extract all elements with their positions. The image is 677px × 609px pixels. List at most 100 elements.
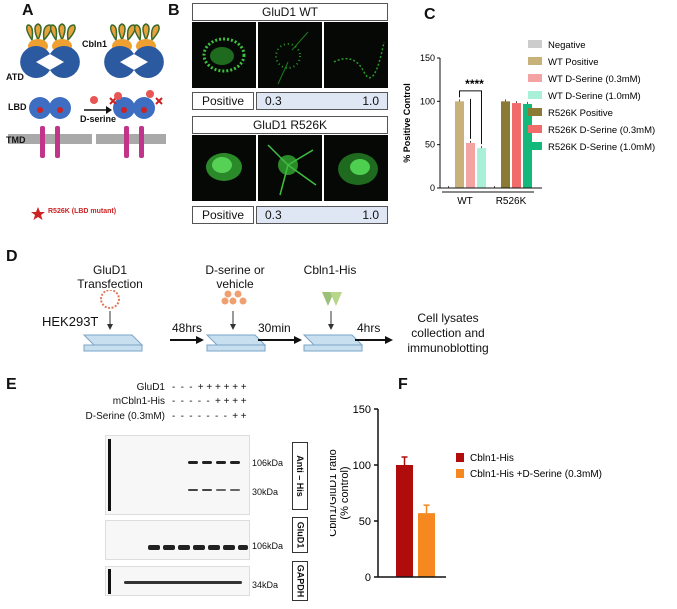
r526k-title: GluD1 R526K	[192, 116, 388, 134]
plasmid-icon	[100, 290, 120, 309]
legend-label: WT D-Serine (0.3mM)	[548, 74, 641, 85]
bar-r526k-d-serine-1-0mm-	[523, 103, 532, 188]
row-label-dserine: D-Serine (0.3mM)	[85, 411, 165, 422]
sign-cell: +	[240, 382, 247, 393]
antibody-gapdh-text: GAPDH	[295, 564, 306, 598]
sign-cell: -	[189, 396, 193, 407]
mw-30-his: 30kDa	[252, 487, 279, 497]
bar-wt-d-serine-1-0mm-	[477, 148, 486, 188]
legend-label: Negative	[548, 40, 586, 51]
micrograph-r526k-positive	[192, 135, 256, 201]
sign-cell: -	[206, 411, 210, 422]
panel-letter-e: E	[6, 376, 17, 393]
legend-label: Cbln1-His +D-Serine (0.3mM)	[470, 469, 602, 480]
bar-cbln1-his-d-serine-0-3mm-	[418, 513, 435, 577]
y-axis-title: % Positive Control	[402, 83, 412, 163]
panel-letter-b: B	[168, 2, 180, 19]
y-tick-label: 150	[353, 404, 371, 416]
positive-label-r526k: Positive	[192, 206, 254, 224]
mw-106-his: 106kDa	[252, 458, 284, 468]
x-category-label: R526K	[496, 196, 527, 207]
antibody-gapdh: GAPDH	[292, 561, 308, 601]
mw-34-gapdh: 34kDa	[252, 580, 279, 590]
time-48hrs: 48hrs	[172, 321, 203, 335]
sign-cell: -	[197, 411, 202, 422]
micrograph-wt-positive	[192, 22, 256, 88]
blot-gluD1	[105, 520, 250, 560]
sign-cell: -	[172, 382, 176, 393]
legend-swatch	[528, 108, 542, 116]
y-tick-label: 150	[420, 53, 435, 63]
time-30min: 30min	[258, 321, 291, 335]
y-tick-label: 50	[359, 516, 371, 528]
micrograph-r526k-low	[258, 135, 322, 201]
sign-cell: -	[172, 396, 176, 407]
legend-label: WT Positive	[548, 57, 599, 68]
sign-cell: +	[223, 396, 230, 407]
legend-swatch	[528, 125, 542, 133]
dserine-label: D-serine	[80, 114, 117, 124]
final-line2: collection and	[411, 326, 485, 340]
legend-label: R526K Positive	[548, 108, 613, 119]
conc-low-r526k: 0.3	[265, 208, 282, 222]
sign-cell: -	[180, 382, 184, 393]
receptor-bound-icon	[96, 23, 166, 158]
star-icon	[31, 207, 45, 220]
sign-cell: -	[189, 382, 193, 393]
bar-r526k-d-serine-0-3mm-	[512, 103, 521, 188]
y-tick-label: 100	[353, 460, 371, 472]
antibody-gluD1: GluD1	[292, 517, 308, 553]
sign-cell: +	[232, 382, 239, 393]
micrograph-wt-high	[324, 22, 388, 88]
antibody-anti-his: Anti – His	[292, 442, 308, 510]
positive-label-wt: Positive	[192, 92, 254, 110]
antibody-anti-his-text: Anti – His	[295, 455, 306, 497]
significance-bracket	[459, 90, 482, 145]
sign-cell: -	[172, 411, 176, 422]
sign-cell: -	[215, 411, 219, 422]
sign-cell: +	[240, 411, 247, 422]
dserine-dots-icon	[221, 290, 247, 305]
legend-swatch	[528, 142, 542, 150]
mutant-label: R526K (LBD mutant)	[48, 208, 117, 215]
sign-cell: +	[215, 382, 221, 393]
legend-swatch	[456, 469, 464, 478]
sign-cell: -	[180, 411, 184, 422]
blot-anti-his	[105, 435, 250, 515]
conc-high-wt: 1.0	[362, 94, 379, 108]
legend-label: R526K D-Serine (1.0mM)	[548, 142, 655, 153]
sign-cell: +	[232, 396, 239, 407]
panel-letter-a: A	[22, 2, 34, 19]
atd-label: ATD	[6, 72, 24, 82]
panel-letter-d: D	[6, 248, 18, 265]
panel-letter-c: C	[424, 6, 436, 23]
sign-cell: +	[232, 411, 239, 422]
receptor-wt-icon	[8, 23, 92, 158]
antibody-gluD1-text: GluD1	[295, 521, 306, 549]
cbln1-his-icon	[322, 292, 342, 306]
sign-cell: -	[180, 396, 184, 407]
concentration-bar-wt: 0.3 1.0	[256, 92, 388, 110]
row-label-mcbln1: mCbln1-His	[112, 396, 165, 407]
sign-cell: +	[240, 396, 247, 407]
row-label-gluD1: GluD1	[136, 382, 165, 393]
x-category-label: WT	[457, 196, 473, 207]
micrograph-wt-low	[258, 22, 322, 88]
legend-swatch	[456, 453, 464, 462]
bar-r526k-positive	[501, 101, 510, 188]
dserine-line1: D-serine or	[205, 263, 265, 277]
sign-cell: -	[189, 411, 193, 422]
time-4hrs: 4hrs	[357, 321, 381, 335]
sign-cell: +	[223, 382, 230, 393]
cbln1-his-label: Cbln1-His	[303, 263, 357, 277]
y-axis-title: (% control)	[339, 466, 351, 519]
lbd-label: LBD	[8, 102, 27, 112]
legend-label: WT D-Serine (1.0mM)	[548, 91, 641, 102]
cell-line-label: HEK293T	[42, 314, 99, 329]
receptor-schematic	[8, 23, 166, 220]
sign-cell: +	[197, 382, 204, 393]
sign-cell: -	[206, 396, 210, 407]
legend-swatch	[528, 74, 542, 82]
concentration-bar-r526k: 0.3 1.0	[256, 206, 388, 224]
